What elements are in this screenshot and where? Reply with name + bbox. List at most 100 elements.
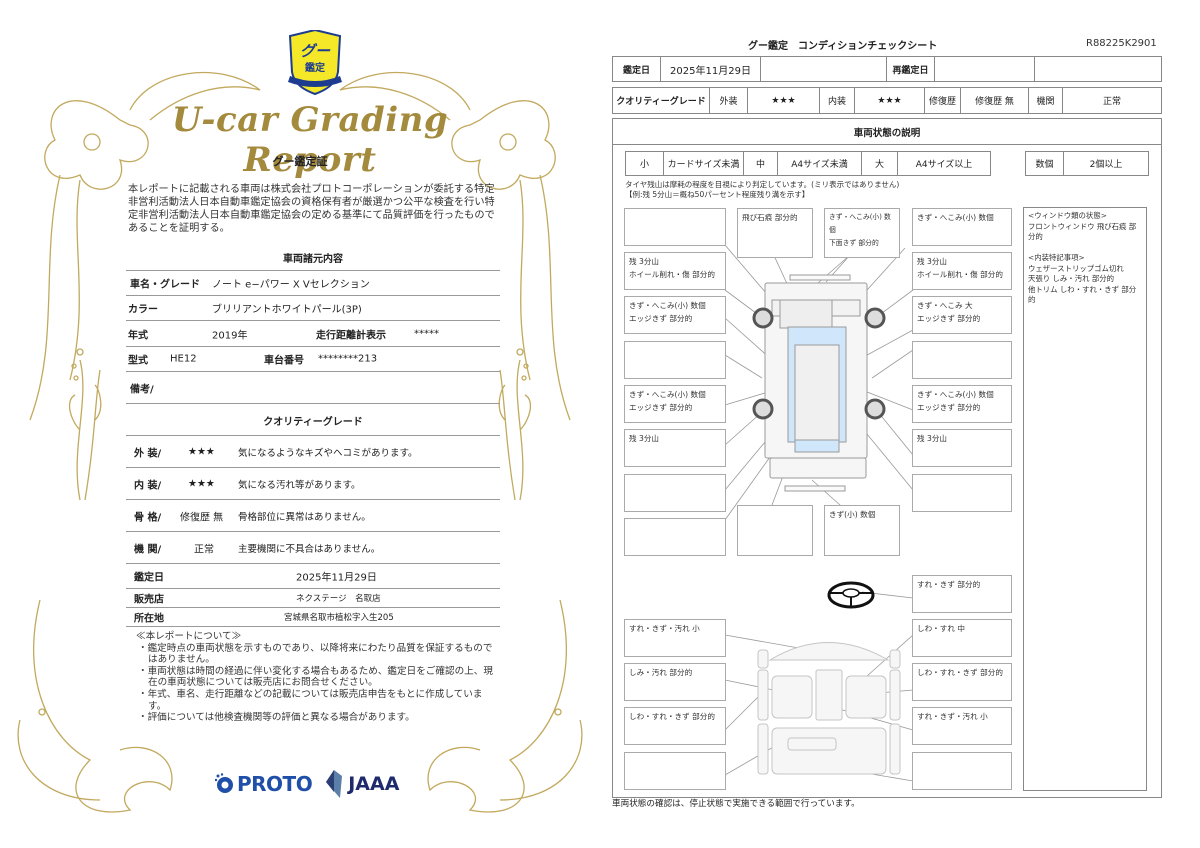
legend-desc-small: カードサイズ未満 [664, 152, 744, 175]
note-item: ・評価については他検査機関等の評価と異なる場合があります。 [138, 712, 415, 724]
grade-section-title: クオリティーグレード [263, 417, 363, 428]
comment-box-driver-seat: しわ・すれ 中 [912, 619, 1012, 657]
grade-value: 正常 [194, 544, 214, 555]
comment-box-left-rear-door: きず・へこみ(小) 数個 エッジきず 部分的 [624, 385, 726, 423]
comment-box-steering: すれ・きず 部分的 [912, 575, 1012, 613]
certificate-intro-text: 本レポートに記載される車両は株式会社プロトコーポレーションが委託する特定非営利活… [128, 184, 495, 234]
comment-box-right-rear-quarter [912, 474, 1012, 512]
comment-box-left-rear-lower [624, 518, 726, 556]
spec-section-title: 車両諸元内容 [283, 254, 343, 265]
sheet-footer-note: 車両状態の確認は、停止状態で実施できる範囲で行っています。 [612, 799, 860, 809]
spec-row-color: カラー ブリリアントホワイトパール(3P) [126, 296, 500, 321]
jaaa-logo-text: JAAA [348, 773, 400, 795]
dealer-row: 販売店 ネクステージ 名取店 [126, 589, 500, 608]
comment-box-front-left-wheel: 残 3分山 ホイール削れ・傷 部分的 [624, 252, 726, 290]
comment-box-console: すれ・きず・汚れ 小 [912, 707, 1012, 745]
spec-label: 車名・グレード [130, 279, 200, 291]
engine-value: 正常 [1102, 97, 1121, 107]
spec-value: ブリリアントホワイトパール(3P) [212, 304, 362, 316]
comment-box-left-rear-quarter [624, 474, 726, 512]
spec-label: 型式 [128, 355, 148, 367]
grade-row-interior: 内 装/ ★★★ 気になる汚れ等があります。 [126, 468, 500, 500]
count-legend: 数個 2個以上 [1025, 151, 1149, 176]
exterior-value: ★★★ [748, 88, 820, 113]
comment-box-front-right-wheel: 残 3分山 ホイール削れ・傷 部分的 [912, 252, 1012, 290]
comment-box-right-front-fender: きず・へこみ 大 エッジきず 部分的 [912, 296, 1012, 334]
spec-row-remarks: 備考/ [126, 372, 500, 404]
comment-box-roof [737, 505, 813, 556]
notes-title: ≪本レポートについて≫ [136, 631, 242, 642]
dealer-label: 販売店 [134, 594, 164, 606]
grade-label: 内 装/ [134, 480, 162, 491]
tire-note-line: 【例:残 5分山＝概ね50パーセント程度残り溝を示す】 [625, 190, 810, 199]
quality-grade-label: クオリティーグレード [613, 88, 710, 113]
comment-box-rear-right-wheel: 残 3分山 [912, 429, 1012, 467]
comment-box-rear-floor [912, 752, 1012, 790]
proto-mark-icon [215, 773, 233, 793]
svg-text:鑑定: 鑑定 [305, 61, 325, 74]
grade-desc: 主要機関に不具合はありません。 [238, 543, 381, 555]
comment-box-left-front-fender: きず・へこみ(小) 数個 エッジきず 部分的 [624, 296, 726, 334]
interior-value: ★★★ [855, 88, 925, 113]
vehicle-condition-panel: 車両状態の説明 小 カードサイズ未満 中 A4サイズ未満 大 A4サイズ以上 数… [612, 118, 1162, 798]
condition-section-title: 車両状態の説明 [613, 119, 1161, 145]
comment-box-rear-bumper: きず(小) 数個 [824, 505, 900, 556]
proto-logo: PROTO [215, 772, 313, 796]
spec-value: ノート e−パワー X Vセレクション [212, 279, 370, 291]
date-blank [761, 57, 887, 81]
note-item: ・車両状態は時間の経過に伴い変化する場合もあるため、鑑定日をご確認の上、現在の車… [138, 665, 493, 689]
date-blank-2 [1035, 57, 1161, 81]
grade-desc: 骨格部位に異常はありません。 [238, 511, 371, 523]
spec-label: カラー [128, 304, 158, 316]
grade-label: 機 関/ [134, 544, 162, 555]
repair-history-value: 修復歴 無 [961, 88, 1029, 113]
legend-key-small: 小 [626, 152, 664, 175]
grade-label: 外 装/ [134, 448, 162, 459]
size-legend: 小 カードサイズ未満 中 A4サイズ未満 大 A4サイズ以上 [625, 151, 991, 176]
legend-desc-large: A4サイズ以上 [915, 160, 973, 170]
spec-row-name: 車名・グレード ノート e−パワー X Vセレクション [126, 271, 500, 296]
legend-desc-count: 2個以上 [1089, 160, 1123, 170]
quality-grade-row: クオリティーグレード 外装 ★★★ 内装 ★★★ 修復歴 修復歴 無 機関 正常 [612, 87, 1162, 114]
grade-label: 骨 格/ [134, 512, 162, 523]
comment-box-front-right-top: きず・へこみ(小) 数個 [912, 208, 1012, 246]
special-remarks-box: <ウィンドウ類の状態> フロントウィンドウ 飛び石痕 部分的 <内装特記事項> … [1023, 207, 1147, 791]
grade-row-exterior: 外 装/ ★★★ 気になるようなキズやヘコミがあります。 [126, 436, 500, 468]
comment-box-front-left-top [624, 208, 726, 246]
sheet-id: R88225K2901 [1086, 38, 1157, 49]
exterior-label: 外装 [710, 88, 748, 113]
grade-value: ★★★ [188, 478, 215, 489]
appraisal-date-label: 鑑定日 [134, 572, 164, 584]
grade-row-frame: 骨 格/ 修復歴 無 骨格部位に異常はありません。 [126, 500, 500, 532]
reappraisal-date-value [935, 57, 1035, 81]
location-label: 所在地 [134, 613, 164, 625]
report-notes: ≪本レポートについて≫ ・鑑定時点の車両状態を示すものであり、以降将来にわたり品… [136, 631, 496, 724]
svg-text:グー: グー [300, 42, 331, 60]
comment-box-left-door-trim: しわ・すれ・きず 部分的 [624, 707, 726, 745]
comment-box-rear-left-wheel: 残 3分山 [624, 429, 726, 467]
spec-value: 2019年 [212, 330, 248, 341]
appraisal-date-value: 2025年11月29日 [296, 572, 377, 584]
spec-label: 備考/ [130, 384, 154, 395]
comment-box-left-front-door [624, 341, 726, 379]
jaaa-mark-icon [326, 770, 343, 798]
grade-value: 修復歴 無 [180, 512, 224, 523]
comment-box-front-bumper: きず・へこみ(小) 数個 下面きず 部分的 [824, 208, 900, 258]
note-item: ・鑑定時点の車両状態を示すものであり、以降将来にわたり品質を保証するものではあり… [138, 642, 493, 666]
spec-value: ********213 [318, 353, 378, 365]
legend-desc-medium: A4サイズ未満 [778, 152, 862, 175]
note-item: ・年式、車名、走行距離などの記載については販売店申告をもとに作成しています。 [138, 688, 483, 712]
legend-key-count: 数個 [1026, 152, 1064, 175]
appraisal-date-row: 鑑定日 2025年11月29日 [126, 564, 500, 589]
condition-check-sheet: グー鑑定 コンディションチェックシート R88225K2901 鑑定日 2025… [600, 0, 1200, 848]
dealer-value: ネクステージ 名取店 [296, 594, 381, 604]
spec-row-year: 年式 2019年 走行距離計表示 ***** [126, 321, 500, 347]
comment-box-right-rear-door: きず・へこみ(小) 数個 エッジきず 部分的 [912, 385, 1012, 423]
grade-desc: 気になるようなキズやヘコミがあります。 [238, 447, 418, 459]
spec-label: 車台番号 [264, 355, 304, 367]
spec-table: 車名・グレード ノート e−パワー X Vセレクション カラー ブリリアントホワ… [126, 270, 500, 404]
spec-label: 年式 [128, 330, 148, 341]
spec-value: ***** [414, 328, 439, 339]
appraisal-date-label: 鑑定日 [613, 57, 661, 81]
grading-certificate: グー 鑑定 U-car Grading Report グー鑑定証 本レポートに記… [17, 30, 583, 813]
